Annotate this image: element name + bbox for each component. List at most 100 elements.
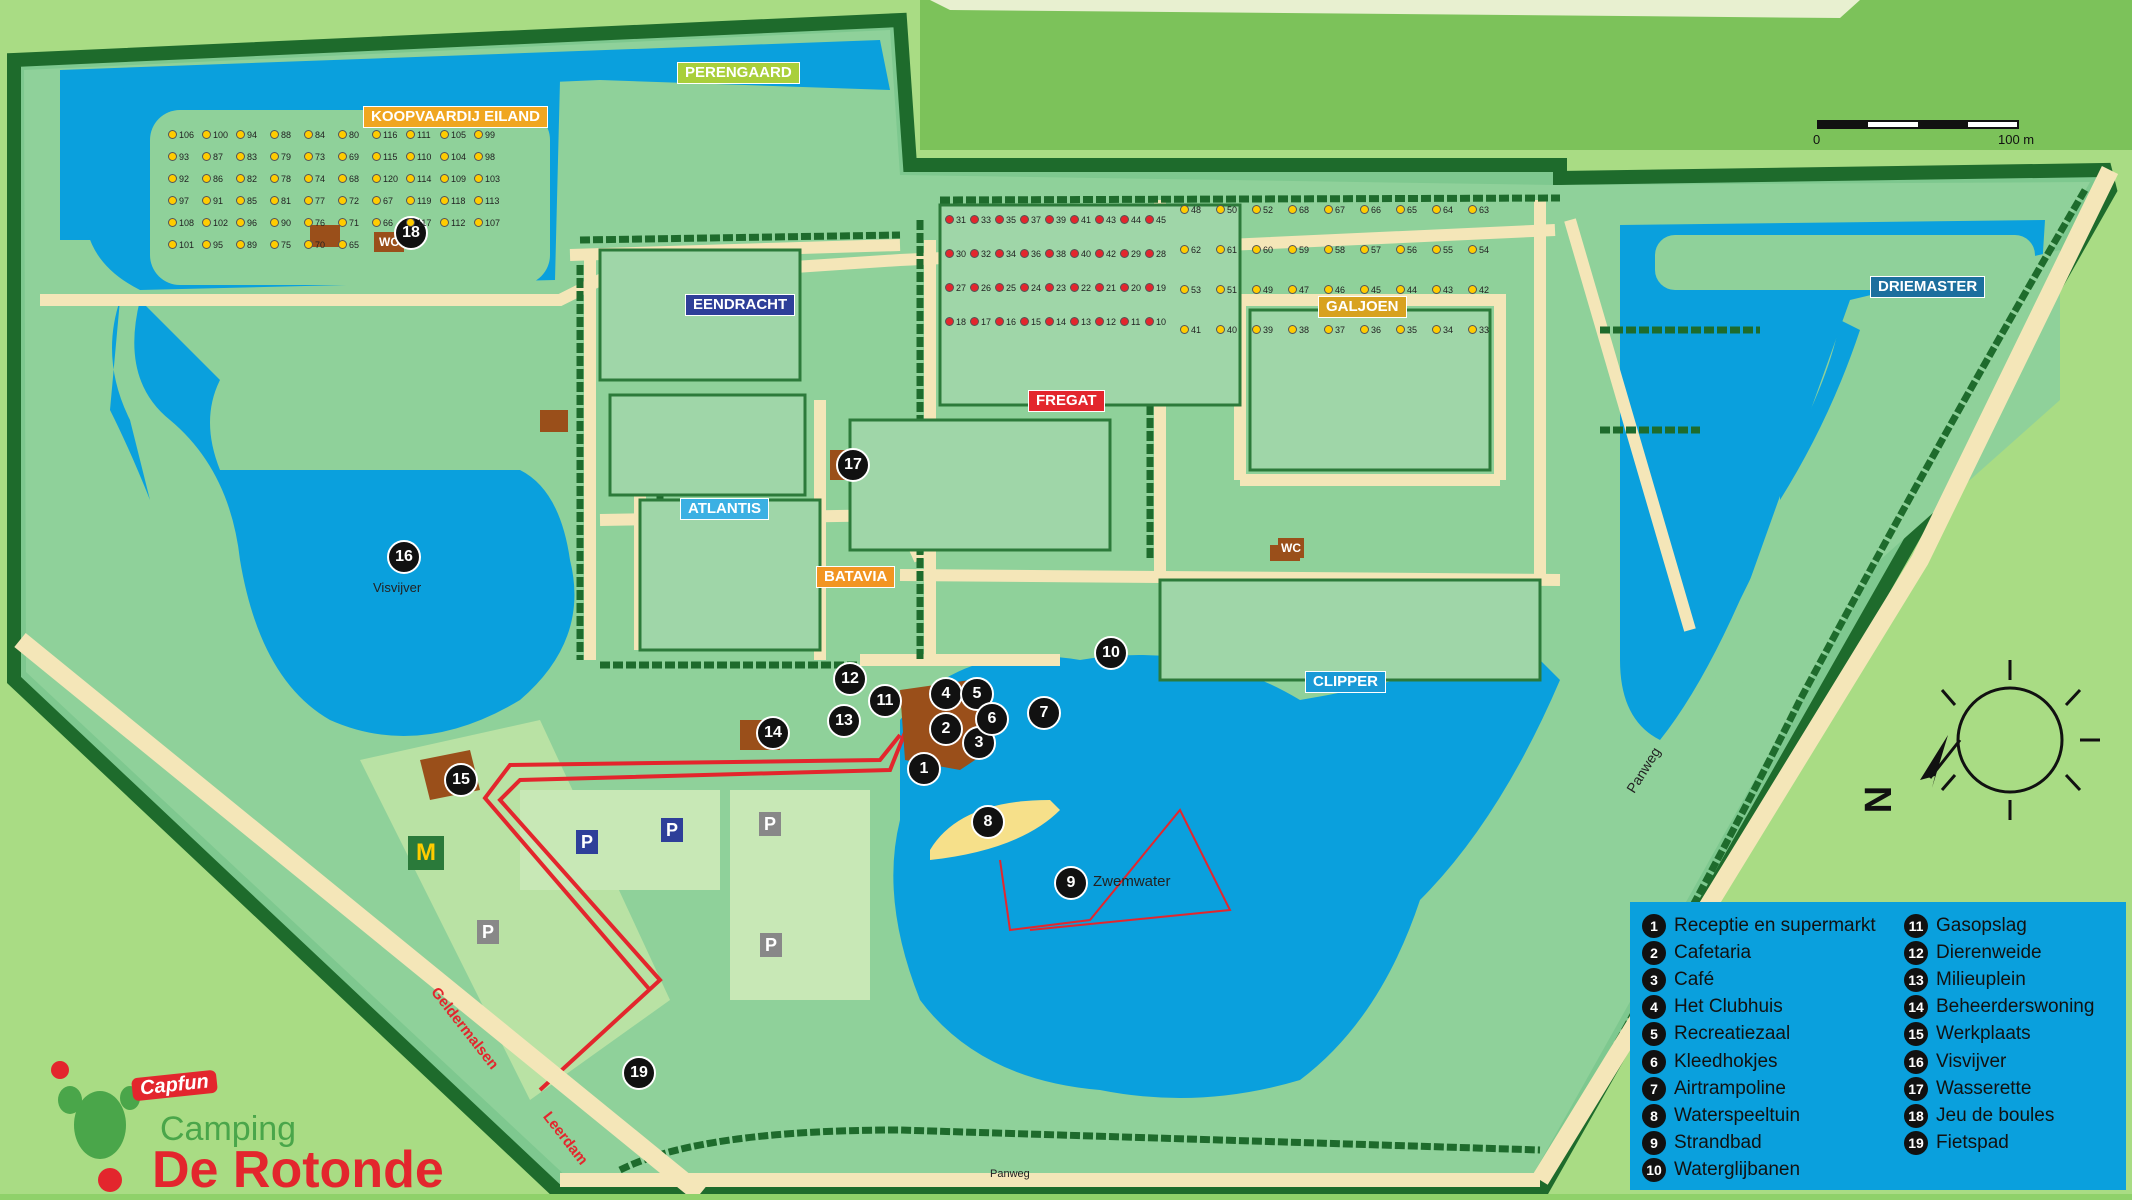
pitch-number: 18 [945, 317, 966, 327]
pitch-number: 68 [1288, 205, 1309, 215]
legend-number: 12 [1904, 940, 1928, 965]
legend-number: 16 [1904, 1049, 1928, 1074]
pitch-number: 34 [995, 249, 1016, 259]
pitch-number: 95 [202, 240, 223, 250]
pitch-number: 108 [168, 218, 194, 228]
pitch-number: 109 [440, 174, 466, 184]
marker-clubhuis[interactable]: 4 [929, 677, 963, 711]
logo-name-text: De Rotonde [152, 1141, 444, 1199]
pitch-number: 27 [945, 283, 966, 293]
pitch-number: 44 [1396, 285, 1417, 295]
pitch-number: 112 [440, 218, 465, 228]
pitch-number: 65 [1396, 205, 1417, 215]
pitch-number: 101 [168, 240, 194, 250]
pitch-number: 76 [304, 218, 325, 228]
marker-cafetaria[interactable]: 2 [929, 712, 963, 746]
pitch-number: 39 [1045, 215, 1066, 225]
pitch-number: 111 [406, 130, 431, 140]
pitch-number: 63 [1468, 205, 1489, 215]
pitch-number: 40 [1070, 249, 1091, 259]
pitch-number: 100 [202, 130, 228, 140]
marker-milieuplein[interactable]: 13 [827, 704, 861, 738]
legend-number: 9 [1642, 1131, 1666, 1156]
marker-airtrampoline[interactable]: 7 [1027, 696, 1061, 730]
legend-number: 19 [1904, 1131, 1928, 1156]
marker-waterspeeltuin[interactable]: 8 [971, 805, 1005, 839]
marker-gasopslag[interactable]: 11 [868, 684, 902, 718]
pitch-number: 37 [1324, 325, 1345, 335]
marker-waterglijbanen[interactable]: 10 [1094, 636, 1128, 670]
marker-kleedhokjes[interactable]: 6 [975, 702, 1009, 736]
pitch-number: 28 [1145, 249, 1166, 259]
pitch-number: 34 [1432, 325, 1453, 335]
legend-item: 12 Dierenweide [1904, 939, 2094, 966]
marker-dierenweide[interactable]: 12 [833, 662, 867, 696]
marker-strandbad[interactable]: 9 [1054, 866, 1088, 900]
legend-number: 10 [1642, 1158, 1666, 1183]
pitch-number: 84 [304, 130, 325, 140]
pitch-number: 59 [1288, 245, 1309, 255]
legend-label: Dierenweide [1936, 941, 2042, 963]
zone-label-batavia: BATAVIA [816, 566, 896, 588]
pitch-number: 107 [474, 218, 500, 228]
pitch-number: 67 [1324, 205, 1345, 215]
marker-beheerderswoning[interactable]: 14 [756, 716, 790, 750]
pitch-number: 57 [1360, 245, 1381, 255]
zone-label-eendracht: EENDRACHT [685, 294, 796, 316]
pitch-number: 33 [1468, 325, 1489, 335]
parking-sign-1: P [576, 830, 598, 854]
legend-label: Werkplaats [1936, 1023, 2031, 1045]
parking-area [360, 720, 870, 1100]
legend-item: 15 Werkplaats [1904, 1021, 2094, 1048]
pitch-number: 77 [304, 196, 325, 206]
mcdonalds-sign: M [408, 836, 444, 870]
pitch-number: 120 [372, 174, 398, 184]
pitch-number: 26 [970, 283, 991, 293]
pitch-number: 31 [945, 215, 966, 225]
pitch-number: 79 [270, 152, 291, 162]
pitch-number: 10 [1145, 317, 1166, 327]
pitch-number: 92 [168, 174, 189, 184]
marker-recreatiezaal[interactable]: 5 [960, 677, 994, 711]
legend-label: Gasopslag [1936, 914, 2027, 936]
marker-wasserette[interactable]: 17 [836, 448, 870, 482]
parking-sign-2: P [661, 818, 683, 842]
legend-number: 7 [1642, 1076, 1666, 1101]
pitch-number: 46 [1324, 285, 1345, 295]
pitch-number: 22 [1070, 283, 1091, 293]
logo-cherry-icon [51, 1061, 122, 1192]
pitch-number: 78 [270, 174, 291, 184]
pitch-number: 97 [168, 196, 189, 206]
pitch-number: 64 [1432, 205, 1453, 215]
pitch-number: 45 [1360, 285, 1381, 295]
legend-number: 2 [1642, 940, 1666, 965]
pitch-number: 11 [1120, 317, 1140, 327]
marker-fietspad[interactable]: 19 [622, 1056, 656, 1090]
pitch-number: 72 [338, 196, 359, 206]
marker-receptie[interactable]: 1 [907, 752, 941, 786]
legend-label: Waterspeeltuin [1674, 1104, 1801, 1126]
pitch-number: 83 [236, 152, 257, 162]
pitch-number: 113 [474, 196, 499, 206]
pitch-number: 44 [1120, 215, 1141, 225]
pitch-number: 81 [270, 196, 291, 206]
marker-visvijver[interactable]: 16 [387, 540, 421, 574]
pitch-number: 82 [236, 174, 257, 184]
pitch-number: 67 [372, 196, 393, 206]
pitch-number: 74 [304, 174, 325, 184]
road-label-panweg-south: Panweg [990, 1168, 1030, 1180]
marker-werkplaats[interactable]: 15 [444, 763, 478, 797]
legend-number: 15 [1904, 1022, 1928, 1047]
compass-north-label: N [1858, 785, 1901, 814]
pitch-number: 39 [1252, 325, 1273, 335]
pitch-number: 98 [474, 152, 495, 162]
